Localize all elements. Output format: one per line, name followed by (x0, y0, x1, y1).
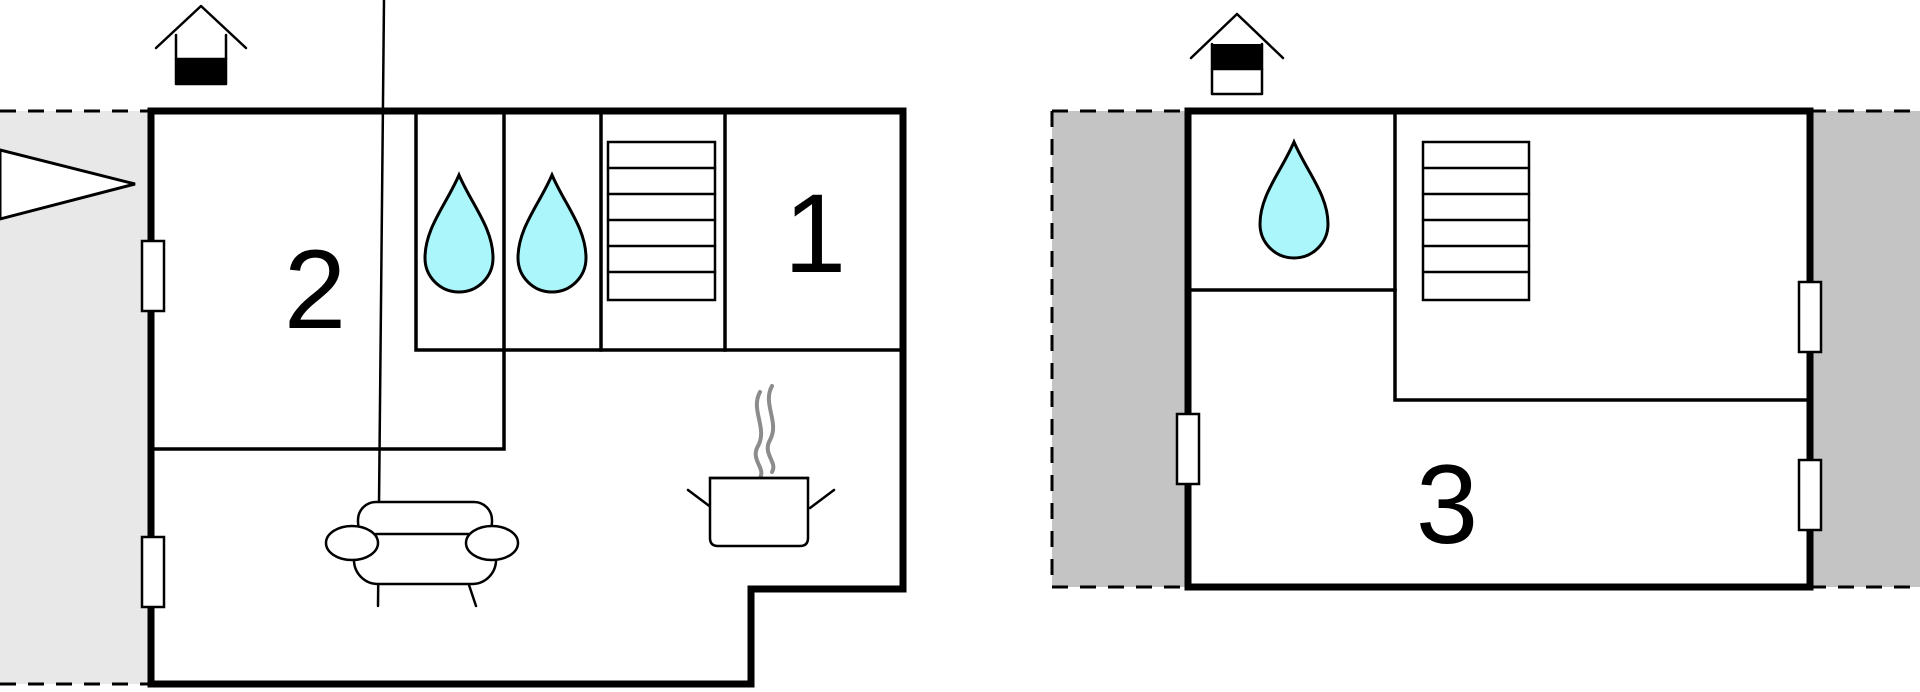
cooking-pot-icon (686, 384, 836, 548)
terrace-dashed-edge (1050, 109, 1185, 589)
room-label-2: 2 (284, 227, 346, 352)
window (1797, 280, 1823, 354)
steam-icon (765, 384, 776, 474)
window (1797, 458, 1823, 532)
entrance-arrow-icon (0, 148, 136, 221)
room-label-3: 3 (1416, 442, 1478, 567)
terrace-area (1052, 111, 1185, 587)
steam-icon (753, 390, 764, 480)
sofa-icon (324, 0, 520, 608)
water-drop-icon (423, 171, 495, 294)
window (140, 535, 166, 609)
interior-wall (414, 109, 905, 352)
house-ground-floor-icon (154, 4, 248, 86)
terrace-dashed-edge (1810, 109, 1920, 589)
staircase-icon (606, 140, 717, 302)
ground-floor-plan: 2 1 (0, 0, 907, 688)
water-drop-icon (1258, 138, 1330, 260)
water-drop-icon (516, 171, 588, 294)
house-upper-floor-icon (1189, 12, 1285, 96)
upper-floor-plan: 3 (1050, 107, 1920, 591)
window (1175, 412, 1201, 486)
room-label-1: 1 (784, 171, 846, 296)
interior-wall (149, 348, 506, 451)
window (140, 239, 166, 313)
outer-wall (147, 107, 907, 688)
interior-wall (1393, 109, 1812, 402)
terrace-area (1810, 111, 1920, 587)
staircase-icon (1421, 140, 1531, 302)
